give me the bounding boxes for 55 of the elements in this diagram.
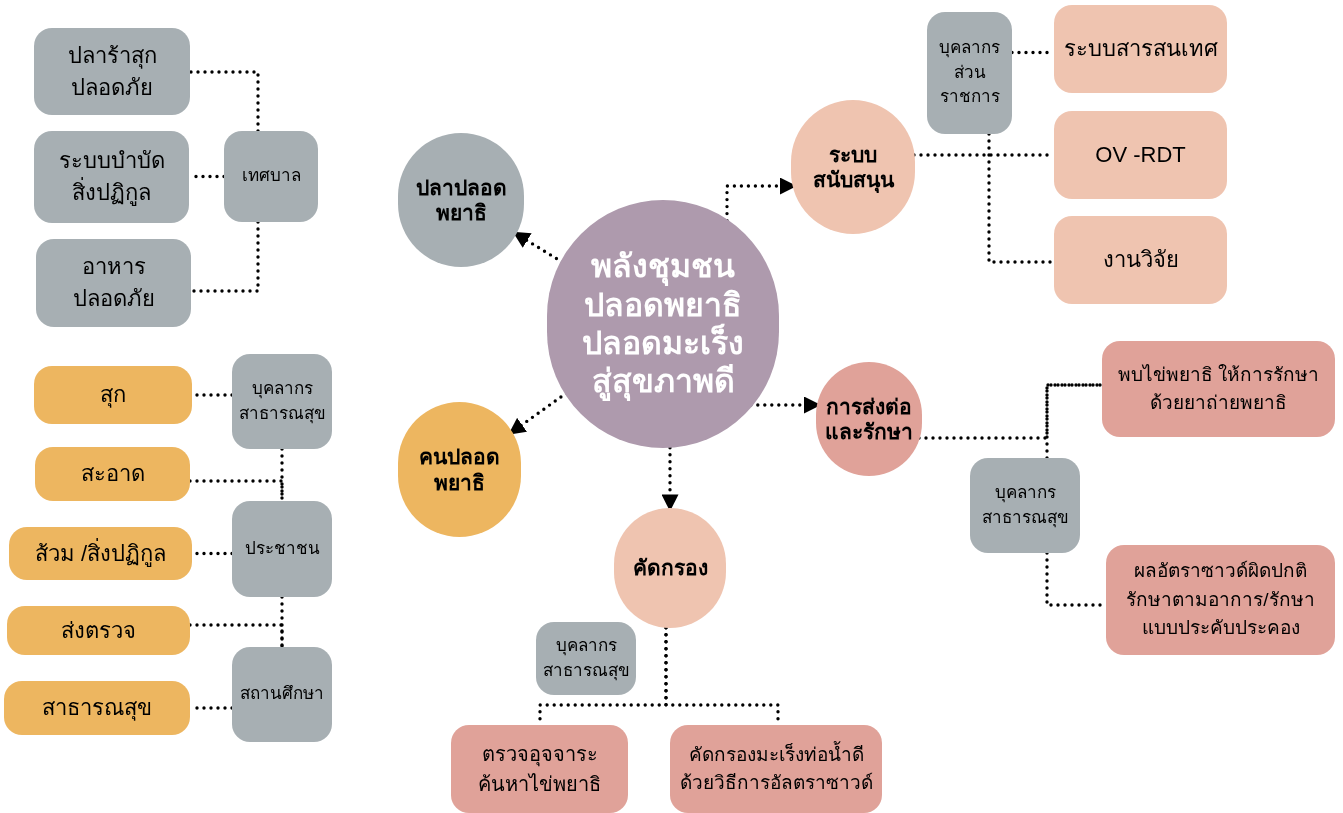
topic-box (1054, 5, 1227, 93)
node-label: เทศบาล (241, 165, 301, 188)
topic-box (927, 12, 1012, 134)
topic-box (670, 725, 882, 813)
node-label: ระบบบำบัด สิ่งปฏิกูล (57, 147, 166, 208)
topic-box (970, 458, 1080, 553)
node-label: ปลาร้าสุก ปลอดภัย (66, 41, 158, 102)
topic-box (35, 447, 190, 501)
dotted-connector (1045, 383, 1104, 460)
node-label: ส่งตรวจ (61, 616, 136, 645)
topic-box (224, 131, 318, 222)
node-label: สถานศึกษา (240, 683, 324, 706)
node-label: คนปลอด พยาธิ (418, 444, 501, 495)
topic-box (232, 501, 332, 597)
topic-box (4, 681, 190, 735)
node-label: บุคลากร สาธารณสุข (980, 481, 1070, 530)
topic-box (34, 366, 192, 424)
node-label: ส้วม /สิ่งปฏิกูล (34, 537, 167, 569)
topic-box (9, 527, 192, 580)
node-label: สาธารณสุข (42, 694, 152, 723)
node-label: คัดกรอง (632, 555, 708, 581)
dotted-connector (280, 447, 284, 503)
topic-box (34, 131, 189, 223)
topic-box (7, 606, 190, 655)
node-label: สะอาด (80, 460, 145, 489)
dotted-connector (188, 70, 260, 133)
topic-box (536, 622, 636, 695)
node-label: OV -RDT (1095, 141, 1186, 170)
topic-box (1102, 341, 1335, 437)
topic-box (232, 647, 332, 742)
topic-box (1054, 216, 1227, 304)
node-label: ปลาปลอด พยาธิ (414, 174, 508, 226)
node-label: สุก (100, 381, 126, 410)
node-label: อาหาร ปลอดภัย (71, 253, 156, 313)
topic-box (1054, 111, 1227, 199)
node-label: งานวิจัย (1102, 246, 1179, 275)
node-label: บุคลากร ส่วน ราชการ (938, 37, 1001, 109)
topic-box (1106, 545, 1335, 655)
topic-box (451, 725, 628, 813)
node-label: บุคลากร สาธารณสุข (237, 377, 327, 426)
dotted-connector (280, 595, 284, 649)
node-label: ผลอัตราซาวด์ผิดปกติ รักษาตามอาการ/รักษา แบบประคับประคอง (1125, 559, 1316, 641)
node-label: พลังชุมชน ปลอดพยาธิ ปลอดมะเร็ง สู่สุขภาพดี (581, 247, 745, 401)
node-label: การส่งต่อ และรักษา (824, 393, 914, 445)
topic-box (34, 28, 190, 115)
node-label: ประชาชน (244, 537, 320, 560)
node-label: พบไข่พยาธิ ให้การรักษา ด้วยยาถ่ายพยาธิ (1116, 362, 1321, 415)
topic-box (232, 354, 332, 449)
topic-box (36, 239, 191, 327)
dotted-connector (189, 220, 260, 293)
node-label: บุคลากร สาธารณสุข (541, 634, 631, 683)
node-label: ตรวจอุจจาระ ค้นหาไข่พยาธิ (477, 742, 602, 797)
node-label: ระบบสารสนเทศ (1063, 35, 1218, 64)
node-label: ระบบ สนับสนุน (811, 141, 895, 193)
node-label: คัดกรองมะเร็งท่อน้ำดี ด้วยวิธีการอัลตราซาวด์ (678, 740, 874, 795)
